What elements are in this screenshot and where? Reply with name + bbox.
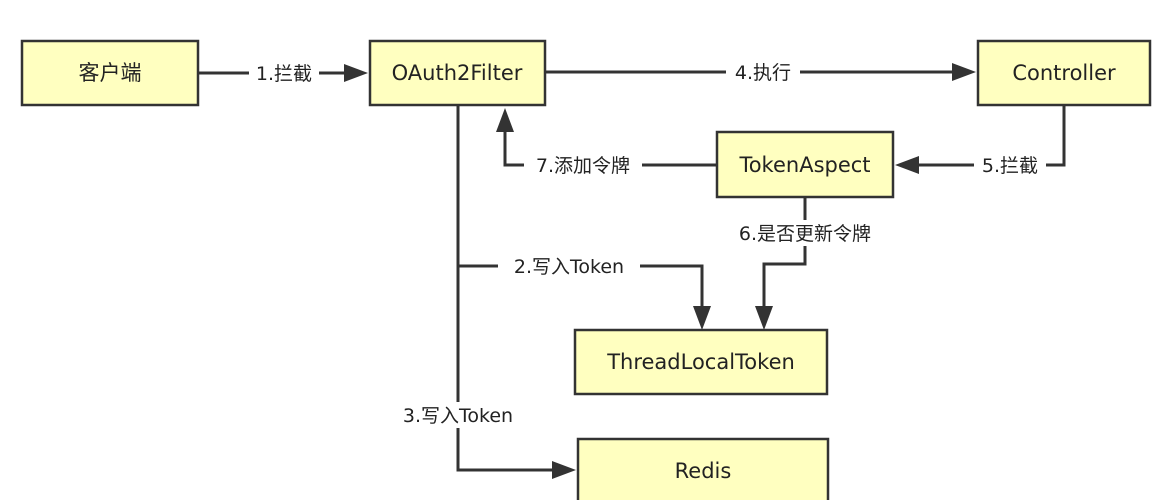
node-threadlocaltoken-label: ThreadLocalToken <box>606 350 795 374</box>
node-tokenaspect-label: TokenAspect <box>738 153 870 177</box>
edge-7-add-token <box>496 108 717 167</box>
edge-label-1: 1.拦截 <box>249 60 319 86</box>
edge-3-write-token <box>456 106 576 479</box>
edge-5-intercept <box>895 105 1066 174</box>
node-threadlocaltoken: ThreadLocalToken <box>573 328 829 396</box>
edge-label-5-text: 5.拦截 <box>982 155 1038 177</box>
edge-label-5: 5.拦截 <box>974 152 1046 178</box>
edge-label-4-text: 4.执行 <box>735 62 791 84</box>
node-oauth2filter: OAuth2Filter <box>368 39 547 107</box>
edge-label-4: 4.执行 <box>726 59 800 85</box>
node-redis-label: Redis <box>675 459 732 483</box>
edge-label-2: 2.写入Token <box>498 253 640 279</box>
node-client-label: 客户端 <box>79 61 142 85</box>
node-client: 客户端 <box>20 39 200 107</box>
edge-label-3-text: 3.写入Token <box>403 405 513 427</box>
edge-label-3: 3.写入Token <box>387 402 529 428</box>
edge-label-6: 6.是否更新令牌 <box>724 220 886 246</box>
edge-6-update-token <box>755 198 807 330</box>
node-controller: Controller <box>976 39 1152 107</box>
edge-label-1-text: 1.拦截 <box>256 63 312 85</box>
node-tokenaspect: TokenAspect <box>715 130 895 199</box>
edge-label-2-text: 2.写入Token <box>514 256 624 278</box>
edge-label-7: 7.添加令牌 <box>524 152 642 178</box>
node-oauth2filter-label: OAuth2Filter <box>392 61 523 85</box>
edge-label-7-text: 7.添加令牌 <box>536 155 630 177</box>
node-controller-label: Controller <box>1012 61 1116 85</box>
edge-label-6-text: 6.是否更新令牌 <box>739 223 871 245</box>
node-redis: Redis <box>576 437 830 500</box>
